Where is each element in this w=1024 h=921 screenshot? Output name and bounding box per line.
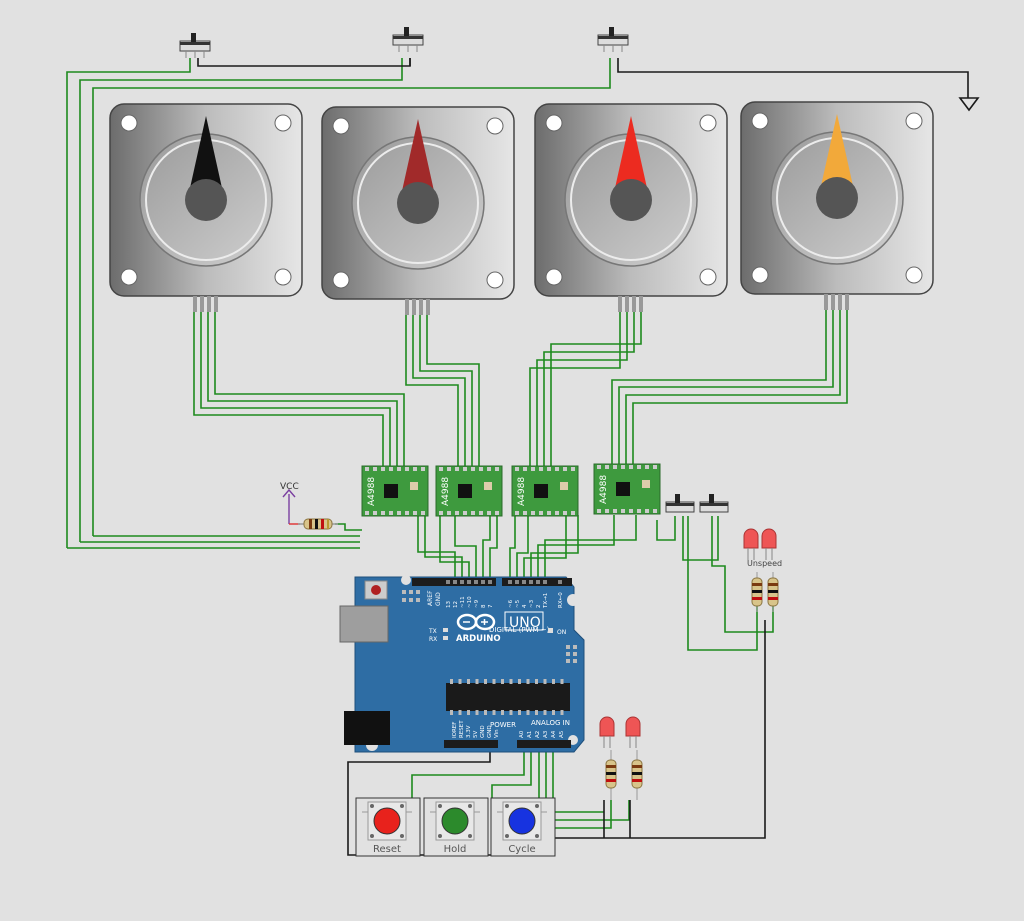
digital-pin-label: ~6: [508, 599, 514, 608]
led-1: [743, 528, 759, 560]
digital-pin-label: TX→1: [543, 593, 549, 609]
gnd-label: GND: [435, 592, 442, 606]
power-pin-label: 3.3V: [466, 725, 472, 738]
digital-pin-label: ~9: [474, 599, 480, 608]
vcc-source: VCC: [280, 482, 300, 525]
digital-pin-label: ~10: [467, 596, 473, 608]
digital-pin-label: 13: [446, 601, 452, 608]
button-cycle[interactable]: Cycle: [490, 797, 556, 857]
green-wires: [66, 58, 848, 829]
digital-pin-label: ~5: [515, 599, 521, 608]
digital-pin-label: 2: [536, 605, 542, 609]
driver-2: A4988: [435, 465, 503, 517]
model-label: UNO: [509, 615, 541, 631]
stepper-motors: [109, 101, 934, 315]
analog-pin-label: A3: [543, 730, 549, 738]
driver-1: A4988: [361, 465, 429, 517]
analog-label: ANALOG IN: [531, 719, 570, 727]
motor-pointer: [821, 114, 853, 186]
button-label: Hold: [444, 844, 467, 855]
driver-label: A4988: [441, 477, 451, 506]
brand-label: ARDUINO: [456, 634, 501, 644]
vcc-label: VCC: [280, 482, 299, 492]
power-pin-label: IOREF: [452, 722, 458, 738]
slide-switch-5[interactable]: [699, 494, 729, 513]
power-jack: [344, 711, 390, 745]
digital-pin-label: 4: [522, 604, 528, 608]
resistor-top-2: [767, 572, 779, 612]
driver-label: A4988: [599, 475, 609, 504]
ground-symbol: [958, 97, 980, 112]
led-pair-top: Unspeed: [743, 528, 782, 612]
digital-pin-label: ~3: [529, 599, 535, 608]
power-pin-label: GND: [487, 725, 493, 738]
on-label: ON: [557, 629, 566, 636]
analog-pin-label: A4: [551, 730, 557, 738]
slide-switch-2[interactable]: [392, 27, 424, 52]
analog-pin-label: A5: [559, 730, 565, 738]
slide-switch-3[interactable]: [597, 27, 629, 52]
driver-3: A4988: [511, 465, 579, 517]
stepper-motor-2[interactable]: [321, 106, 515, 315]
led-2: [761, 528, 777, 560]
stepper-motor-3[interactable]: [534, 103, 728, 312]
stepper-motor-4[interactable]: [740, 101, 934, 310]
digital-pin-label: 8: [481, 604, 487, 608]
motor-pointer: [402, 119, 434, 191]
driver-label: A4988: [517, 477, 527, 506]
digital-pin-label: ~11: [460, 596, 466, 608]
a4988-drivers: A4988 A4988 A4988 A4988: [361, 463, 661, 517]
motor-pointer: [615, 116, 647, 188]
digital-pin-label: 12: [453, 601, 459, 608]
slide-switch-1[interactable]: [179, 33, 211, 58]
push-buttons: Reset Hold Cycle: [355, 797, 556, 857]
power-pin-label: 5V: [473, 731, 479, 738]
atmega-chip: [446, 683, 570, 711]
aref-label: AREF: [427, 590, 434, 606]
button-reset[interactable]: Reset: [355, 797, 421, 857]
analog-pin-label: A0: [519, 730, 525, 738]
tx-label: TX: [428, 628, 437, 635]
digital-pin-label: 7: [488, 604, 494, 608]
rx-label: RX: [429, 636, 437, 643]
analog-pin-label: A1: [527, 731, 533, 738]
button-label: Reset: [373, 844, 401, 855]
analog-pin-label: A2: [535, 731, 541, 738]
button-label: Cycle: [508, 844, 535, 855]
power-pin-label: GND: [480, 725, 486, 738]
power-pin-label: RESET: [459, 720, 465, 738]
slide-switch-4[interactable]: [665, 494, 695, 513]
button-hold[interactable]: Hold: [423, 797, 489, 857]
arduino-logo: [456, 613, 496, 631]
resistor-top-1: [751, 572, 763, 612]
stepper-motor-1[interactable]: [109, 103, 303, 312]
led-label: Unspeed: [747, 559, 782, 568]
driver-label: A4988: [367, 477, 377, 506]
usb-port: [339, 605, 389, 643]
pullup-resistor: [298, 518, 338, 530]
power-label: POWER: [490, 721, 516, 729]
digital-pin-label: RX←0: [558, 592, 564, 608]
motor-pointer: [190, 116, 222, 188]
driver-4: A4988: [593, 463, 661, 515]
power-pin-label: Vin: [494, 729, 500, 738]
led-pair-bottom: [599, 716, 643, 800]
